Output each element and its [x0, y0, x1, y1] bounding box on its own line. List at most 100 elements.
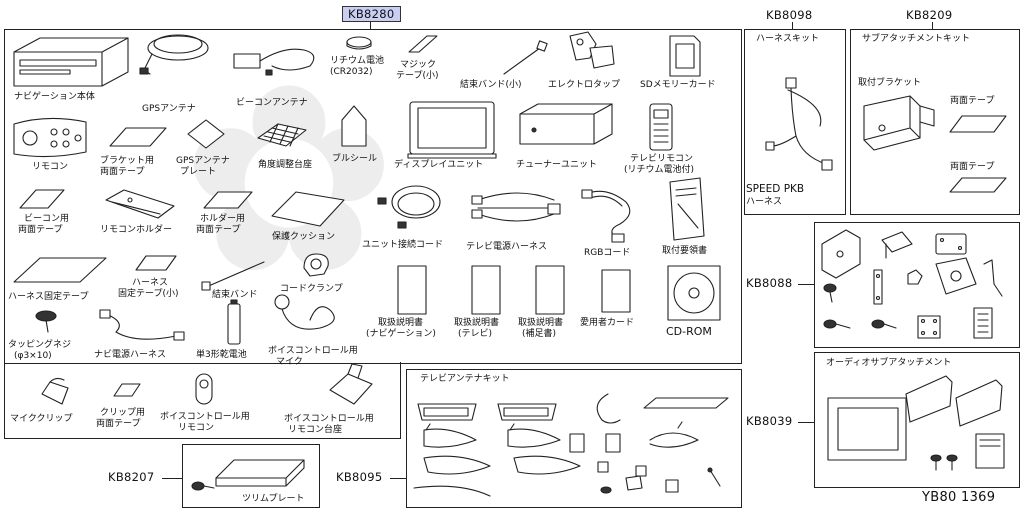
label-magic: マジック	[400, 60, 437, 70]
label-lithium-battery: リチウム電池	[330, 56, 385, 66]
diagram-id: YB80 1369	[922, 490, 996, 505]
gps-plate-illustration	[187, 119, 225, 149]
gps-antenna-illustration	[139, 34, 209, 75]
label-kb8209-tape-1: 両面テープ	[950, 96, 995, 106]
display-unit-illustration	[407, 101, 497, 159]
kit-code-kb8095[interactable]: KB8095	[336, 470, 383, 484]
kb8209-title: サブアタッチメントキット	[862, 34, 971, 44]
label-manual-supp-1: 取扱説明書	[518, 318, 564, 328]
remote-illustration	[13, 117, 87, 158]
trim-plate-illustration	[191, 459, 305, 491]
label-cable-tie: 結束バンド	[212, 290, 258, 300]
sd-card-illustration	[669, 35, 701, 77]
leader-line	[798, 422, 814, 423]
kb8039-title: オーディオサブアタッチメント	[826, 358, 952, 368]
clip-tape-illustration	[113, 383, 141, 397]
label-bracket-tape: 両面テープ	[100, 167, 145, 177]
kb8098-box	[744, 29, 846, 215]
label-remote: リモコン	[32, 162, 69, 172]
label-pull-seal: ブルシール	[332, 154, 378, 164]
kb8098-title: ハーネスキット	[756, 34, 820, 44]
label-display-unit: ディスプレイユニット	[394, 160, 484, 170]
harness-fix-tape-illustration	[13, 257, 107, 283]
kit-code-kb8280[interactable]: KB8280	[342, 6, 401, 22]
label-beacon-tape-2: 両面テープ	[18, 225, 63, 235]
label-tapping-screw: タッピングネジ	[8, 340, 72, 350]
user-card-illustration	[601, 269, 631, 313]
kb8088-parts-illustration	[821, 229, 1003, 339]
label-kb8209-tape-2: 両面テープ	[950, 162, 995, 172]
battery-illustration	[346, 36, 372, 50]
label-trim-plate: ツリムプレート	[242, 494, 305, 504]
manual-navigation-illustration	[397, 265, 427, 315]
label-installation-manual: 取付要領書	[662, 246, 708, 256]
kit-code-kb8088[interactable]: KB8088	[746, 276, 793, 290]
kit-code-kb8039[interactable]: KB8039	[746, 414, 793, 428]
kb8095-title: テレビアンテナキット	[420, 374, 510, 384]
kb8209-box	[850, 29, 1020, 215]
kit-code-kb8209[interactable]: KB8209	[906, 8, 953, 22]
voice-mic-illustration	[274, 294, 335, 330]
label-cable-tie-small: 結束バンド(小)	[460, 80, 522, 90]
label-manual-supp-2: (補足書)	[522, 329, 557, 339]
label-harness-tape-small: 固定テープ(小)	[118, 289, 179, 299]
label-voice-base-1: ボイスコントロール用	[284, 414, 374, 424]
leader-line	[390, 478, 406, 479]
cd-rom-illustration	[667, 265, 721, 321]
navi-power-harness-illustration	[99, 309, 185, 341]
label-cr2032: (CR2032)	[330, 67, 373, 77]
label-unit-connect-cord: ユニット接続コード	[362, 240, 444, 250]
pull-seal-illustration	[341, 105, 367, 147]
label-holder-tape-2: 両面テープ	[196, 225, 241, 235]
label-gps-plate-2: プレート	[180, 167, 217, 177]
rgb-cord-illustration	[581, 189, 631, 243]
tv-power-harness-illustration	[471, 192, 561, 222]
label-voice-mic-2: マイク	[276, 357, 303, 367]
aa-battery-illustration	[227, 299, 241, 345]
protection-cushion-illustration	[271, 191, 345, 227]
label-rgb-cord: RGBコード	[584, 248, 631, 258]
voice-remote-base-illustration	[329, 363, 373, 405]
kb8209-tape-1-illustration	[949, 115, 1007, 133]
tv-remote-illustration	[649, 103, 673, 151]
tv-antenna-kit-illustration	[413, 393, 729, 497]
leader-line	[370, 22, 371, 30]
label-beacon-tape-1: ビーコン用	[24, 214, 70, 224]
holder-tape-illustration	[203, 191, 253, 209]
kb8039-parts-illustration	[827, 375, 1005, 471]
mount-bracket-illustration	[863, 95, 935, 151]
main-kit-box-ext	[4, 362, 401, 439]
kit-code-kb8098[interactable]: KB8098	[766, 8, 813, 22]
mic-clip-illustration	[41, 377, 69, 405]
label-holder-tape-1: ホルダー用	[200, 214, 246, 224]
label-harness: ハーネス	[132, 278, 169, 288]
angle-base-illustration	[257, 123, 307, 147]
label-cord-clamp: コードクランプ	[280, 284, 343, 294]
label-harness-fix-tape: ハーネス固定テープ	[8, 292, 89, 302]
label-voice-base-2: リモコン台座	[288, 425, 343, 435]
label-manual-tv-1: 取扱説明書	[454, 318, 500, 328]
label-bracket: ブラケット用	[100, 156, 155, 166]
label-navigation-unit: ナビゲーション本体	[14, 92, 95, 102]
cord-clamp-illustration	[303, 253, 329, 277]
leader-line	[932, 22, 933, 30]
leader-line	[798, 284, 814, 285]
label-beacon-antenna: ビーコンアンテナ	[236, 98, 308, 108]
label-cd-rom: CD-ROM	[666, 325, 712, 338]
navigation-unit-illustration	[13, 37, 129, 87]
label-navi-power-harness: ナビ電源ハーネス	[94, 350, 167, 360]
label-voice-remote-2: リモコン	[178, 423, 215, 433]
voice-remote-illustration	[195, 373, 213, 405]
label-mic-clip: マイククリップ	[10, 414, 73, 424]
leader-line	[162, 478, 182, 479]
label-aa-battery: 単3形乾電池	[196, 350, 247, 360]
kit-code-kb8207[interactable]: KB8207	[108, 470, 155, 484]
label-user-card: 愛用者カード	[580, 318, 635, 328]
manual-supplement-illustration	[535, 265, 565, 315]
label-tv-power-harness: テレビ電源ハーネス	[466, 242, 548, 252]
label-sd-card: SDメモリーカード	[640, 80, 716, 90]
label-mount-bracket: 取付ブラケット	[858, 78, 922, 88]
unit-connect-cord-illustration	[377, 185, 441, 229]
tapping-screw-illustration	[35, 310, 57, 333]
